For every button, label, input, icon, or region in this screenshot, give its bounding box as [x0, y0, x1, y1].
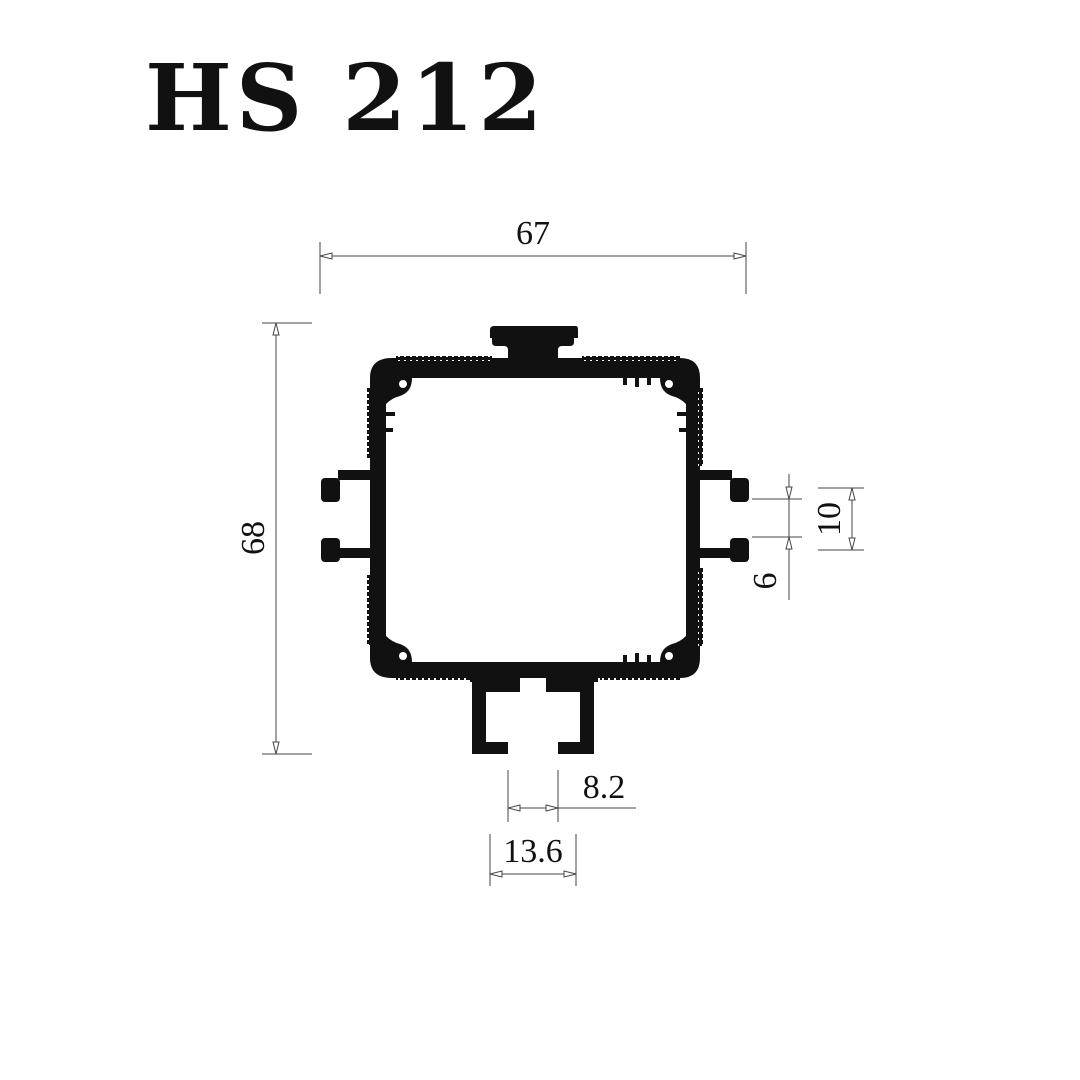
- inner-ribs: [386, 378, 686, 662]
- top-rail-neck: [490, 326, 578, 338]
- dimension-right-slot-opening: [752, 474, 802, 600]
- corner-channel-bottom-left: [386, 636, 412, 662]
- left-c-slot: [321, 470, 372, 562]
- bottom-slot-opening-label: 8.2: [583, 769, 626, 806]
- dimension-overall-width: [319, 242, 747, 294]
- dimension-bottom-slot-opening: [507, 770, 636, 822]
- knurl-left-lower: [367, 575, 372, 645]
- dimension-overall-height: [262, 322, 312, 755]
- dimension-bottom-slot-width: [489, 834, 577, 886]
- overall-height-label: 68: [235, 521, 272, 555]
- knurl-top-right: [582, 356, 680, 361]
- bottom-slot-width-label: 13.6: [503, 833, 563, 870]
- right-slot-width-label: 10: [811, 502, 848, 536]
- knurl-right-lower: [698, 568, 703, 646]
- bottom-rail: [470, 676, 598, 754]
- dimension-right-slot-width: [818, 487, 864, 551]
- top-t-rail: [492, 334, 574, 360]
- profile-tube: [370, 358, 700, 678]
- corner-channel-top-right: [660, 378, 686, 404]
- knurl-top-left: [396, 356, 492, 361]
- corner-channel-top-left: [386, 378, 412, 404]
- knurl-right-upper: [698, 388, 703, 466]
- overall-width-label: 67: [516, 215, 550, 252]
- aluminium-profile: [321, 326, 749, 754]
- knurl-bottom-left: [396, 675, 470, 680]
- knurl-bottom-right: [600, 675, 680, 680]
- right-slot-opening-label: 6: [747, 573, 784, 590]
- profile-title: HS 212: [145, 44, 547, 152]
- right-c-slot: [698, 470, 749, 562]
- corner-channel-bottom-right: [660, 636, 686, 662]
- knurl-left-upper: [367, 388, 372, 458]
